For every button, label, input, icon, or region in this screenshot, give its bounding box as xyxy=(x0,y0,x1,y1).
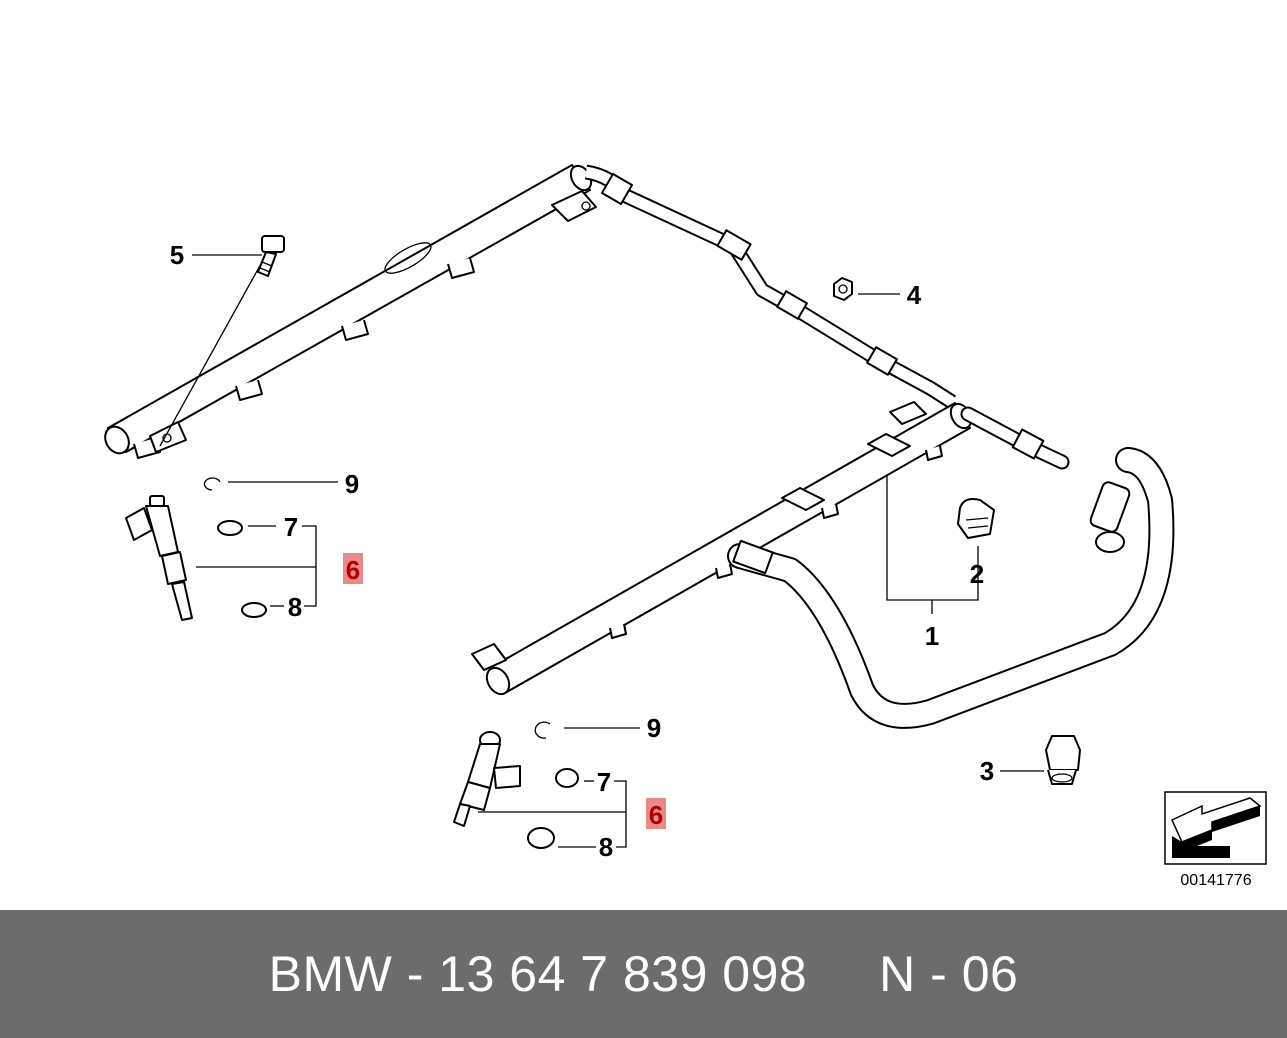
callout-9-lower: 9 xyxy=(647,713,661,743)
hose-holder xyxy=(1045,735,1081,785)
callout-6-lower: 6 xyxy=(649,800,663,830)
callout-8-upper: 8 xyxy=(288,592,302,622)
clip xyxy=(957,498,995,539)
fuel-rail-left xyxy=(104,164,597,459)
fuel-rail-right xyxy=(471,401,973,696)
parts-diagram: 5 4 9 7 6 8 2 1 9 7 6 8 3 00141776 xyxy=(104,164,1267,889)
orientation-arrow-icon xyxy=(1164,791,1267,865)
callout-8-lower: 8 xyxy=(599,832,613,862)
callout-5: 5 xyxy=(170,240,184,270)
callout-7-upper: 7 xyxy=(284,512,298,542)
o-ring-upper-b xyxy=(241,602,267,618)
circlip-upper xyxy=(203,477,221,491)
image-code: 00141776 xyxy=(1180,872,1251,889)
part-number-text: BMW - 13 64 7 839 098 N - 06 xyxy=(268,946,1019,1002)
fuel-injector-lower xyxy=(453,731,521,827)
callout-2: 2 xyxy=(970,559,984,589)
fuel-injector-upper xyxy=(125,495,193,621)
o-ring-lower-b xyxy=(527,827,555,849)
callout-3: 3 xyxy=(980,756,994,786)
o-ring-lower-a xyxy=(555,768,579,788)
o-ring-upper-a xyxy=(217,520,243,536)
callout-6-lower-highlight xyxy=(646,798,666,829)
callout-7-lower: 7 xyxy=(597,767,611,797)
callout-6-upper-highlight xyxy=(343,553,363,584)
footer-bar: BMW - 13 64 7 839 098 N - 06 xyxy=(0,910,1287,1038)
callout-1: 1 xyxy=(925,621,939,651)
fuel-feed-hose xyxy=(727,406,1175,729)
nut xyxy=(833,277,853,301)
crossover-fuel-line xyxy=(584,164,957,409)
callout-9-upper: 9 xyxy=(345,469,359,499)
callout-6-upper: 6 xyxy=(346,555,360,585)
bolt xyxy=(257,235,285,277)
circlip-lower xyxy=(534,721,551,739)
leader-lines xyxy=(159,254,1044,848)
callout-4: 4 xyxy=(907,280,922,310)
